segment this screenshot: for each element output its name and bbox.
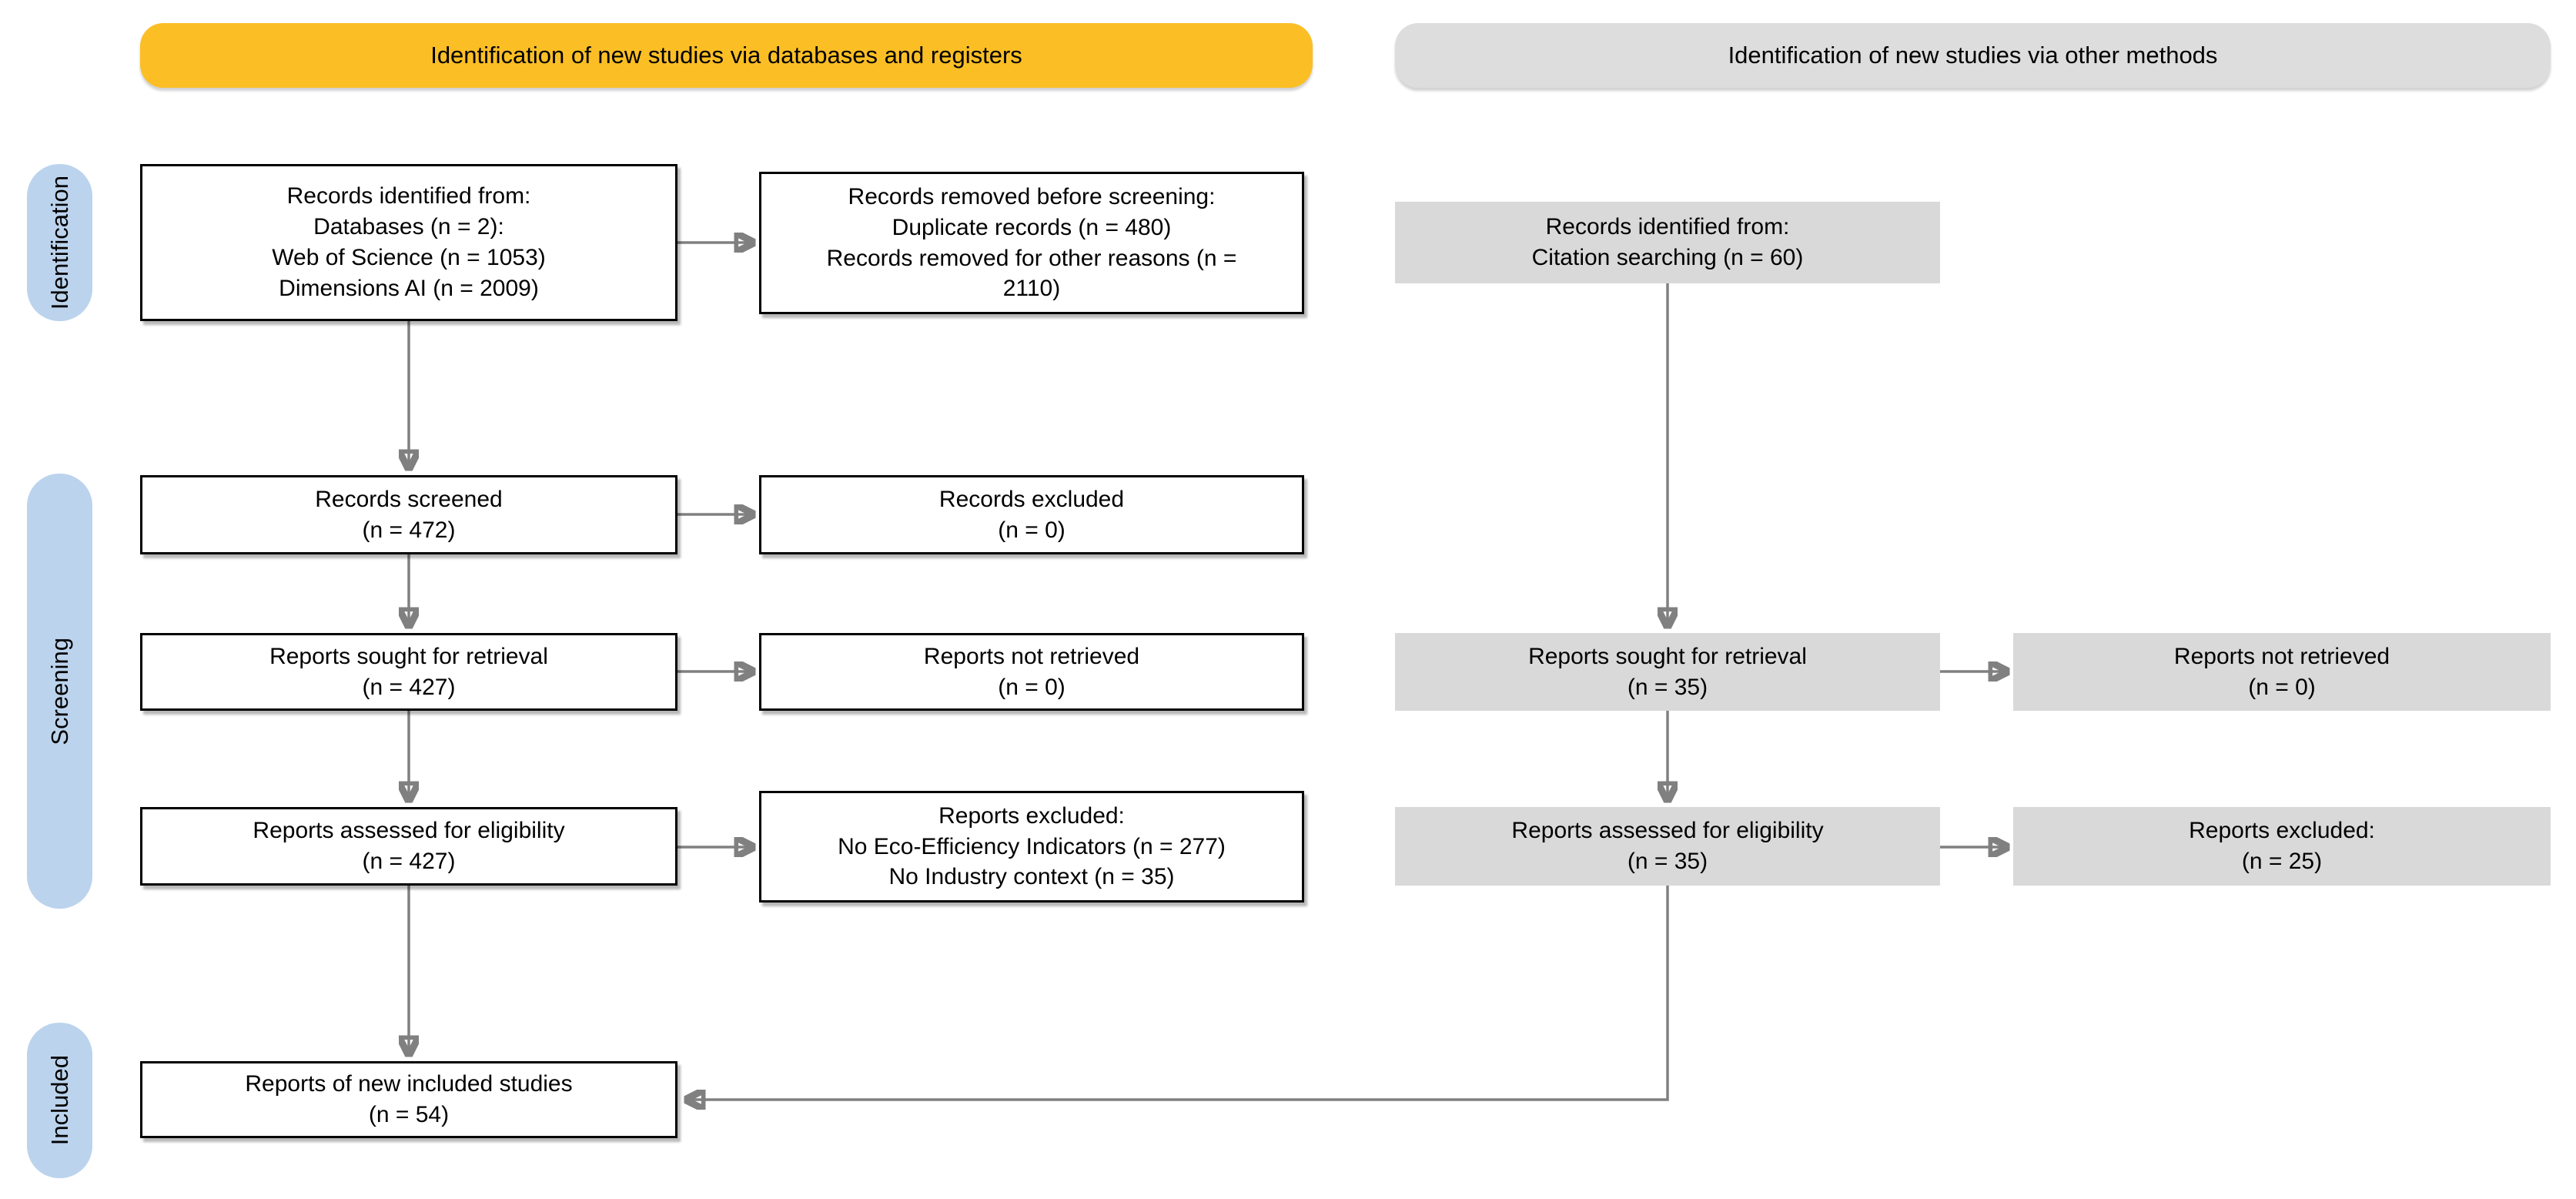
- box-records-screened: Records screened(n = 472): [140, 475, 677, 554]
- stage-identification: Identification: [27, 164, 92, 321]
- box-reports-sought-databases: Reports sought for retrieval(n = 427): [140, 633, 677, 711]
- box-reports-not-retrieved-other: Reports not retrieved(n = 0): [2013, 633, 2551, 711]
- box-records-removed-before-screening: Records removed before screening:Duplica…: [759, 172, 1304, 314]
- box-reports-sought-other: Reports sought for retrieval(n = 35): [1395, 633, 1940, 711]
- banner-databases-registers: Identification of new studies via databa…: [140, 23, 1313, 88]
- arrow-other-methods-to-included: [687, 886, 1669, 1100]
- box-records-identified-citation: Records identified from:Citation searchi…: [1395, 202, 1940, 283]
- stage-screening: Screening: [27, 474, 92, 909]
- box-reports-assessed-other: Reports assessed for eligibility(n = 35): [1395, 807, 1940, 886]
- box-records-identified-databases: Records identified from:Databases (n = 2…: [140, 164, 677, 321]
- stage-screening-label: Screening: [45, 637, 73, 745]
- box-reports-excluded-databases: Reports excluded:No Eco-Efficiency Indic…: [759, 791, 1304, 903]
- box-reports-excluded-other: Reports excluded:(n = 25): [2013, 807, 2551, 886]
- banner-other-methods: Identification of new studies via other …: [1395, 23, 2551, 88]
- box-reports-not-retrieved-databases: Reports not retrieved(n = 0): [759, 633, 1304, 711]
- box-reports-assessed-databases: Reports assessed for eligibility(n = 427…: [140, 807, 677, 886]
- box-included-studies: Reports of new included studies(n = 54): [140, 1061, 677, 1138]
- stage-included-label: Included: [45, 1055, 73, 1146]
- stage-included: Included: [27, 1023, 92, 1178]
- stage-identification-label: Identification: [45, 175, 73, 310]
- box-records-excluded: Records excluded(n = 0): [759, 475, 1304, 554]
